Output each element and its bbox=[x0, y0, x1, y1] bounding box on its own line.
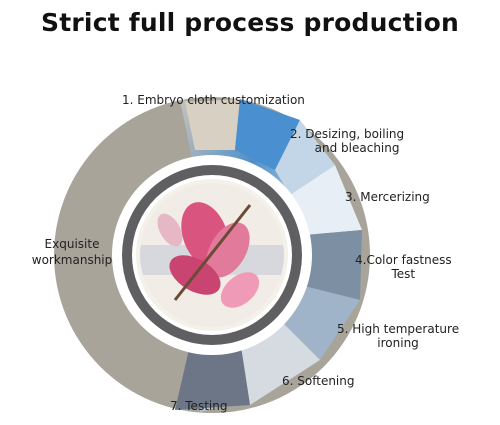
flower-image bbox=[140, 183, 284, 327]
step-2-label: 2. Desizing, boiling and bleaching bbox=[290, 127, 405, 155]
step-4-label: 4.Color fastness Test bbox=[355, 253, 452, 281]
step-7-label: 7. Testing bbox=[170, 399, 228, 413]
step-6-label: 6. Softening bbox=[282, 374, 355, 388]
step-1-label: 1. Embryo cloth customization bbox=[122, 93, 305, 107]
center-label: Exquisite workmanship bbox=[31, 237, 113, 267]
collage-tiles bbox=[175, 99, 362, 410]
step-5-label: 5. High temperature ironing bbox=[337, 322, 460, 350]
step-3-label: 3. Mercerizing bbox=[345, 190, 430, 204]
page-title: Strict full process production bbox=[41, 8, 459, 37]
